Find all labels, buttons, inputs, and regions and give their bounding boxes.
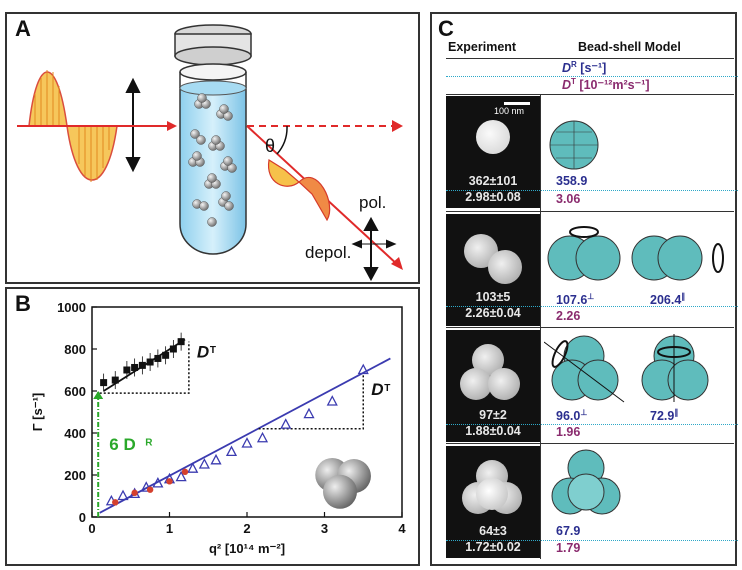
tem-image-single: 100 nm <box>446 96 540 208</box>
exp-dt-3: 1.88±0.04 <box>465 424 521 438</box>
intercept-arrow <box>93 391 104 399</box>
model-dr-3b: 72.9∥ <box>650 408 679 424</box>
tem-image-dimer <box>446 214 540 326</box>
depol-label: depol. <box>305 243 351 262</box>
data-point-blue <box>256 431 269 443</box>
data-point-blue <box>152 477 164 488</box>
data-point-black <box>146 358 154 366</box>
model-trimer <box>544 334 709 403</box>
exp-dt-4: 1.72±0.02 <box>465 540 521 554</box>
dt-triangle-1 <box>99 341 190 394</box>
legend-dr: DR [s⁻¹] <box>562 60 607 76</box>
x-tick-label: 4 <box>398 521 406 536</box>
data-point-red <box>131 489 138 497</box>
data-point-blue <box>280 418 292 429</box>
data-point-red <box>112 499 119 506</box>
decay-rate-chart: 0 1 2 3 4 0 200 400 600 800 1000 q² [10¹⁴ m⁻²] Γ [s⁻… <box>30 300 406 556</box>
y-tick-label: 200 <box>64 468 86 483</box>
data-point-black <box>138 361 146 369</box>
light-scattering-diagram: θ pol. depol. <box>17 24 403 282</box>
dt-label-1: D <box>197 342 209 361</box>
data-point-blue <box>198 458 210 469</box>
dt-triangle-2 <box>258 374 364 430</box>
exp-dr-2: 103±5 <box>475 290 511 304</box>
model-header: Bead-shell Model <box>578 40 681 54</box>
panel-a: A <box>5 12 420 284</box>
dt-sup-2: T <box>384 383 390 394</box>
data-point-black <box>131 363 139 371</box>
exp-dr-4: 64±3 <box>479 524 507 538</box>
data-point-blue <box>140 481 152 492</box>
data-point-red <box>146 486 154 493</box>
y-tick-label: 400 <box>64 426 86 441</box>
model-dimer <box>547 226 724 281</box>
pol-label: pol. <box>359 193 386 212</box>
scale-bar-label: 100 nm <box>494 106 525 116</box>
model-dt-3: 1.96 <box>556 425 581 439</box>
data-point-blue <box>117 489 129 501</box>
x-axis-label: q² [10¹⁴ m⁻²] <box>209 541 285 556</box>
scattered-wave <box>268 159 331 222</box>
x-tick-label: 3 <box>321 521 328 536</box>
panel-b: B 0 1 2 3 4 0 200 400 600 800 1000 q² [10¹⁴ m⁻²] Γ [… <box>5 287 420 566</box>
panel-a-label: A <box>15 16 31 41</box>
data-point-blue <box>303 407 315 419</box>
exp-dt-2: 2.26±0.04 <box>465 306 521 320</box>
model-dr-2a: 107.6⊥ <box>556 292 595 308</box>
panel-c: C Experiment Bead-shell Model DR [s⁻¹] D… <box>430 12 738 566</box>
scattering-angle-arc <box>276 125 288 155</box>
model-dt-1: 3.06 <box>556 192 581 206</box>
data-point-black <box>162 351 170 359</box>
data-point-black <box>154 354 162 362</box>
data-point-blue <box>187 462 199 473</box>
y-tick-label: 0 <box>79 510 86 525</box>
panel-c-label: C <box>438 16 454 41</box>
depolarization-arrows <box>351 216 397 282</box>
y-tick-label: 800 <box>64 342 86 357</box>
y-tick-label: 1000 <box>57 300 86 315</box>
x-tick-label: 1 <box>166 521 173 536</box>
data-point-blue <box>210 453 222 465</box>
inset-sphere <box>323 474 357 509</box>
model-dr-4: 67.9 <box>556 524 581 538</box>
data-point-blue <box>241 437 253 448</box>
data-point-red <box>166 478 173 485</box>
model-dr-3a: 96.0⊥ <box>556 408 588 424</box>
y-tick-label: 600 <box>64 384 86 399</box>
data-point-black <box>169 345 177 353</box>
model-dt-2: 2.26 <box>556 309 581 323</box>
data-point-black <box>111 376 119 384</box>
exp-dr-1: 362±101 <box>468 174 518 188</box>
dt-sup-1: T <box>210 345 216 356</box>
data-point-blue <box>326 395 338 406</box>
data-point-black <box>100 379 108 387</box>
data-point-black <box>123 366 131 374</box>
y-axis-label: Γ [s⁻¹] <box>30 393 45 432</box>
x-tick-label: 0 <box>88 521 95 536</box>
data-point-blue <box>357 363 369 375</box>
dr-sup: R <box>145 438 153 449</box>
model-dr-2b: 206.4∥ <box>650 292 686 308</box>
tem-image-trimer <box>446 330 540 442</box>
exp-dr-3: 97±2 <box>479 408 507 422</box>
panel-b-label: B <box>15 291 31 316</box>
model-tetramer <box>551 449 621 515</box>
particles <box>188 93 237 227</box>
model-sphere-1 <box>549 120 599 170</box>
legend-dt: DT [10⁻¹²m²s⁻¹] <box>562 77 650 93</box>
six-dr-label: 6 D <box>109 435 135 454</box>
data-point-blue <box>175 470 187 482</box>
data-point-red <box>181 468 189 476</box>
data-point-black <box>177 338 185 346</box>
theta-label: θ <box>265 136 275 156</box>
experiment-header: Experiment <box>448 40 517 54</box>
model-dt-4: 1.79 <box>556 541 581 555</box>
dt-label-2: D <box>371 380 383 399</box>
tem-image-tetramer <box>446 446 540 558</box>
data-point-blue <box>225 445 238 457</box>
x-tick-label: 2 <box>243 521 250 536</box>
exp-dt-1: 2.98±0.08 <box>465 190 521 204</box>
model-dr-1: 358.9 <box>556 174 588 188</box>
